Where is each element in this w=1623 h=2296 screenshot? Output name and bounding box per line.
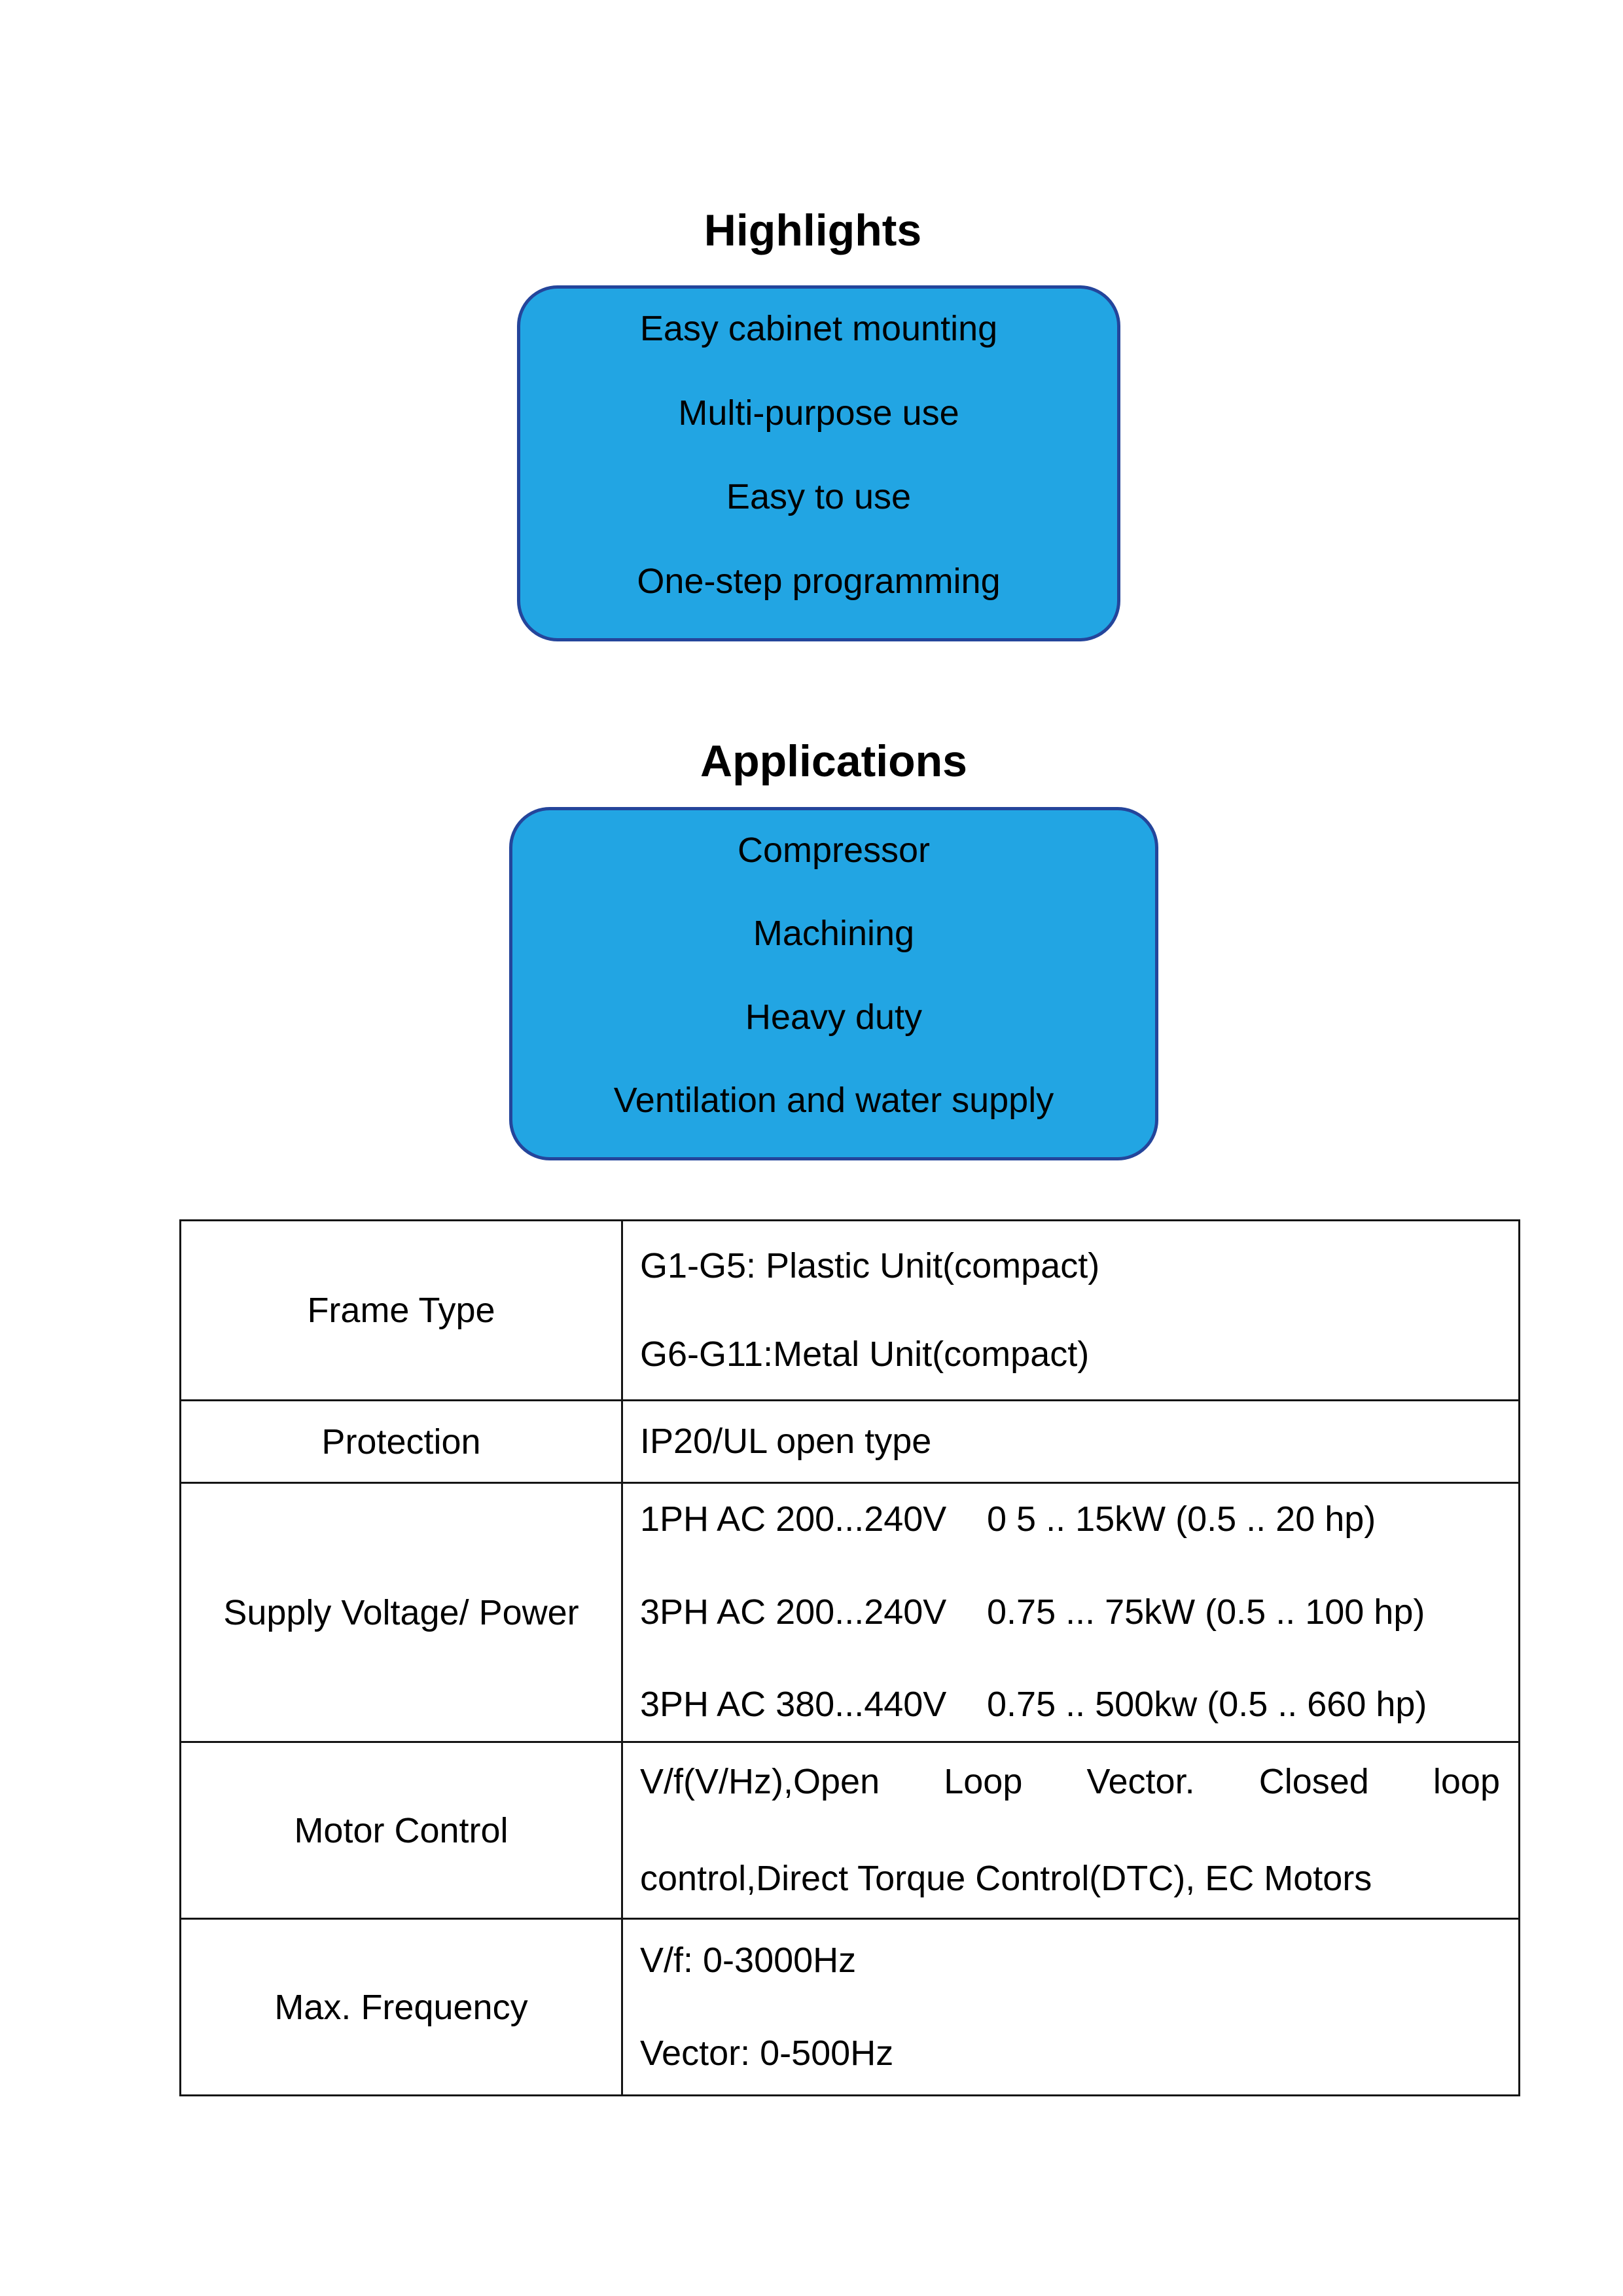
applications-title: Applications bbox=[700, 736, 968, 786]
voltage-text: 3PH AC 200...240V bbox=[640, 1592, 947, 1632]
highlight-item: Easy cabinet mounting bbox=[639, 309, 998, 348]
spec-table: Frame Type G1-G5: Plastic Unit(compact) … bbox=[179, 1219, 1520, 2096]
motor-control-word: Loop bbox=[944, 1762, 1023, 1802]
highlight-item: One-step programming bbox=[637, 561, 1001, 601]
value-line: Vector: 0-500Hz bbox=[640, 2033, 894, 2073]
application-item: Ventilation and water supply bbox=[613, 1080, 1054, 1120]
row-value: IP20/UL open type bbox=[623, 1401, 1518, 1482]
table-row-supply-voltage-power: Supply Voltage/ Power 1PH AC 200...240V … bbox=[181, 1482, 1518, 1741]
table-row-max-frequency: Max. Frequency V/f: 0-3000Hz Vector: 0-5… bbox=[181, 1918, 1518, 2094]
highlight-item: Multi-purpose use bbox=[678, 393, 959, 433]
highlights-title: Highlights bbox=[704, 206, 922, 255]
voltage-text: 1PH AC 200...240V bbox=[640, 1499, 947, 1539]
row-value: V/f: 0-3000Hz Vector: 0-500Hz bbox=[623, 1920, 1518, 2094]
value-line: G1-G5: Plastic Unit(compact) bbox=[640, 1246, 1100, 1285]
highlight-item: Easy to use bbox=[726, 477, 912, 517]
table-row-frame-type: Frame Type G1-G5: Plastic Unit(compact) … bbox=[181, 1221, 1518, 1399]
voltage-text: 3PH AC 380...440V bbox=[640, 1685, 947, 1725]
table-row-motor-control: Motor Control V/f(V/Hz),Open Loop Vector… bbox=[181, 1741, 1518, 1918]
power-text: 0 5 .. 15kW (0.5 .. 20 hp) bbox=[987, 1499, 1376, 1539]
row-value: V/f(V/Hz),Open Loop Vector. Closed loop … bbox=[623, 1743, 1518, 1918]
value-line: G6-G11:Metal Unit(compact) bbox=[640, 1335, 1090, 1374]
table-row-protection: Protection IP20/UL open type bbox=[181, 1399, 1518, 1482]
motor-control-line-justified: V/f(V/Hz),Open Loop Vector. Closed loop bbox=[640, 1762, 1500, 1802]
row-value: G1-G5: Plastic Unit(compact) G6-G11:Meta… bbox=[623, 1221, 1518, 1399]
row-value: 1PH AC 200...240V 0 5 .. 15kW (0.5 .. 20… bbox=[623, 1484, 1518, 1741]
value-line: IP20/UL open type bbox=[640, 1421, 932, 1461]
row-label: Motor Control bbox=[181, 1743, 623, 1918]
supply-entry: 3PH AC 200...240V 0.75 ... 75kW (0.5 .. … bbox=[640, 1592, 1500, 1632]
value-line: V/f: 0-3000Hz bbox=[640, 1941, 857, 1981]
power-text: 0.75 .. 500kw (0.5 .. 660 hp) bbox=[987, 1685, 1427, 1725]
row-label: Max. Frequency bbox=[181, 1920, 623, 2094]
motor-control-word: Vector. bbox=[1086, 1762, 1195, 1802]
application-item: Machining bbox=[753, 914, 915, 954]
application-item: Compressor bbox=[737, 831, 931, 870]
motor-control-word: loop bbox=[1433, 1762, 1500, 1802]
row-label: Frame Type bbox=[181, 1221, 623, 1399]
application-item: Heavy duty bbox=[745, 997, 923, 1037]
applications-box: Compressor Machining Heavy duty Ventilat… bbox=[509, 807, 1158, 1160]
highlights-box: Easy cabinet mounting Multi-purpose use … bbox=[517, 285, 1120, 641]
row-label: Supply Voltage/ Power bbox=[181, 1484, 623, 1741]
row-label: Protection bbox=[181, 1401, 623, 1482]
motor-control-word: Closed bbox=[1258, 1762, 1369, 1802]
supply-entry: 3PH AC 380...440V 0.75 .. 500kw (0.5 .. … bbox=[640, 1685, 1500, 1724]
supply-entry: 1PH AC 200...240V 0 5 .. 15kW (0.5 .. 20… bbox=[640, 1500, 1500, 1539]
motor-control-word: V/f(V/Hz),Open bbox=[640, 1762, 880, 1802]
value-line: control,Direct Torque Control(DTC), EC M… bbox=[640, 1858, 1372, 1898]
power-text: 0.75 ... 75kW (0.5 .. 100 hp) bbox=[987, 1592, 1425, 1632]
